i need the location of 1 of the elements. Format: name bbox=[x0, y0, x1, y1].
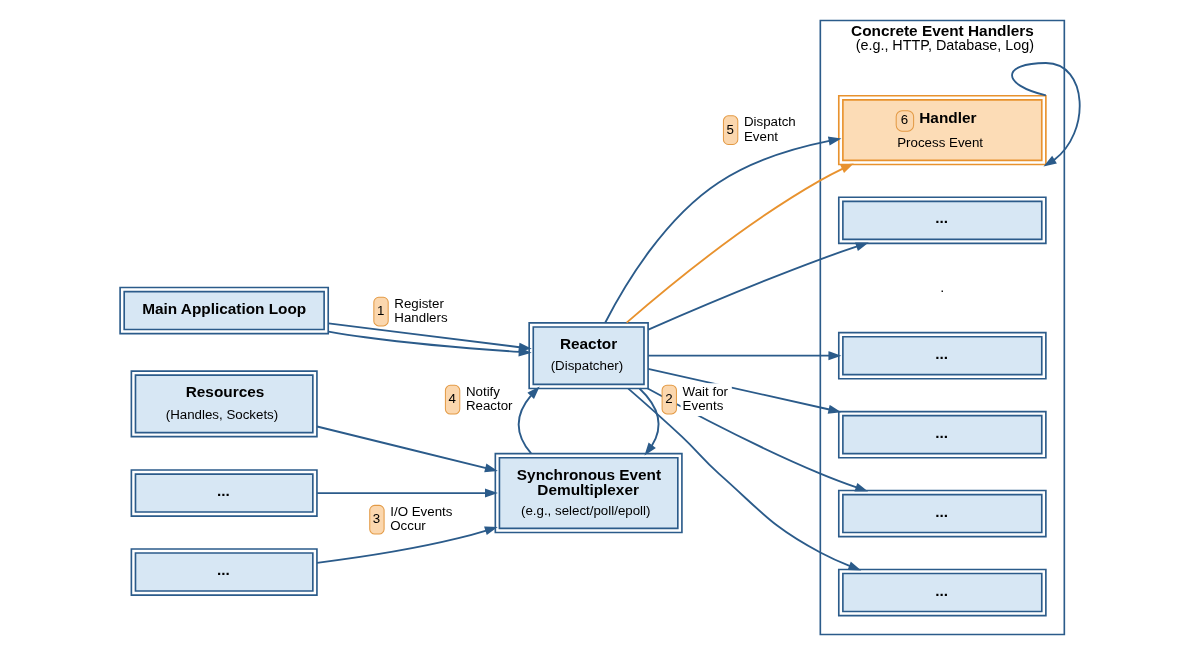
label: . bbox=[940, 278, 945, 295]
